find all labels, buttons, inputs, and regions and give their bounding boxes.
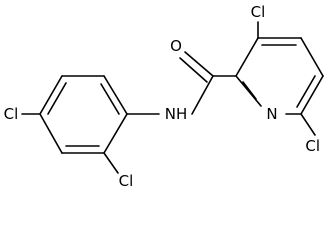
atom-cl-pyridine-6: Cl <box>305 137 320 155</box>
bond-carbonyl-o <box>184 51 214 77</box>
bond-ph-c3-c4 <box>39 113 63 154</box>
atom-cl-phenyl-ortho: Cl <box>119 172 134 189</box>
atom-cl-pyridine-3: Cl <box>251 3 266 21</box>
bond-pyr-c5-c6 <box>300 75 324 115</box>
bond-ph-c6-c1-double <box>100 83 120 115</box>
bond-pyr-n-c2 <box>235 75 262 107</box>
atom-carbonyl-o: O <box>170 37 182 55</box>
bond-pyr-c4-c5 <box>300 37 324 77</box>
bonds <box>21 21 324 174</box>
bond-ph-c1-c2 <box>103 113 128 154</box>
bond-carbonyl-o-double <box>179 57 208 83</box>
bond-ph-c4-c5 <box>39 75 63 115</box>
bond-pyr-c5-c6-double <box>296 75 316 108</box>
bond-ph-c2-cl <box>103 152 119 174</box>
bond-n-carbonyl <box>191 75 214 115</box>
bond-pyr-c2-c3 <box>235 37 259 77</box>
atom-pyridine-n: N <box>266 105 277 123</box>
atom-cl-phenyl-para: Cl <box>4 105 19 123</box>
molecule-structure: Cl Cl NH O Cl N Cl <box>4 3 324 189</box>
bond-ph-c4-c5-double <box>47 82 67 115</box>
bond-pyr-n-c2-double <box>242 81 257 100</box>
atom-labels: Cl Cl NH O Cl N Cl <box>4 3 320 189</box>
bond-pyr-c6-cl <box>300 113 316 136</box>
bond-ph-c6-c1 <box>103 75 128 115</box>
atom-nh: NH <box>165 105 188 123</box>
